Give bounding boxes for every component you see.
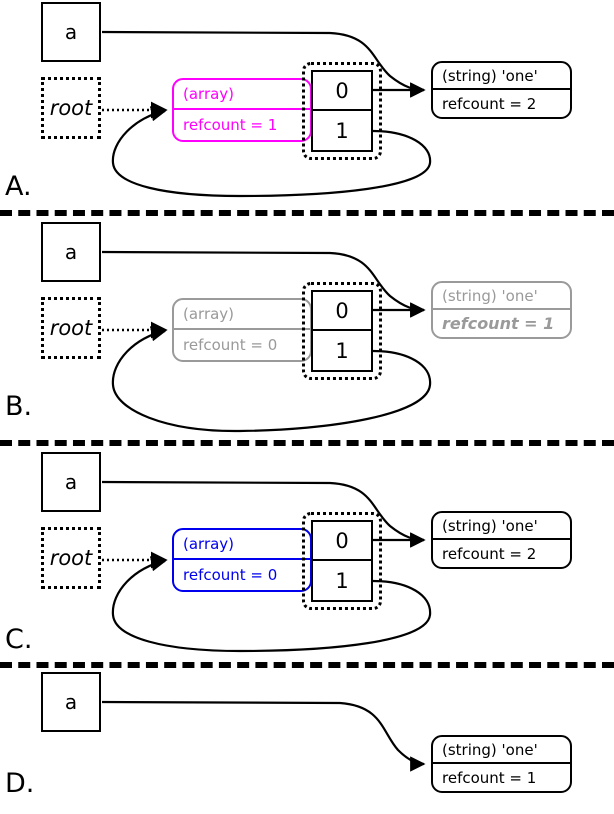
- array-cells: 0 1: [311, 520, 373, 602]
- array-refcount-label: refcount = 1: [183, 116, 278, 134]
- string-zval-box: (string) 'one' refcount = 1: [431, 281, 572, 339]
- variable-label: a: [64, 470, 78, 494]
- variable-label: a: [64, 240, 78, 264]
- panel-b: a root (array) refcount = 0 0 1 (string)…: [0, 220, 614, 433]
- root-box: root: [41, 527, 101, 589]
- array-zval-box: (array) refcount = 0: [172, 528, 312, 592]
- variable-box-a: a: [41, 672, 101, 732]
- root-label: root: [49, 316, 93, 340]
- string-refcount-label: refcount = 1: [442, 314, 555, 333]
- panel-divider-1: [0, 210, 614, 216]
- array-refcount-label: refcount = 0: [183, 566, 278, 584]
- array-type-label: (array): [174, 80, 310, 110]
- panel-a: a root (array) refcount = 1 0 1 (string)…: [0, 0, 614, 210]
- string-refcount-label: refcount = 2: [442, 94, 537, 113]
- array-cells-outline: [302, 282, 382, 380]
- panel-c: a root (array) refcount = 0 0 1 (string)…: [0, 450, 614, 660]
- array-cells-outline: [302, 512, 382, 610]
- array-zval-box: (array) refcount = 0: [172, 298, 312, 362]
- array-cell-1: 1: [335, 568, 349, 593]
- array-cell-0: 0: [313, 522, 371, 561]
- panel-label-b: B.: [5, 391, 33, 422]
- array-cell-0: 0: [313, 292, 371, 331]
- root-label: root: [49, 546, 93, 570]
- edge-cell1-self-loop: [111, 326, 432, 433]
- array-cell-1: 1: [335, 338, 349, 363]
- root-box: root: [41, 297, 101, 359]
- array-type-label: (array): [174, 300, 310, 330]
- variable-box-a: a: [41, 2, 101, 62]
- panel-d: a (string) 'one' refcount = 1 D.: [0, 670, 614, 814]
- edge-cell1-self-loop: [111, 106, 432, 198]
- edge-cell1-self-loop: [111, 556, 432, 653]
- string-zval-box: (string) 'one' refcount = 2: [431, 61, 572, 119]
- panel-a-edges: [101, 30, 432, 198]
- string-zval-box: (string) 'one' refcount = 1: [431, 735, 572, 793]
- panel-label-a: A.: [5, 171, 32, 202]
- panel-label-c: C.: [5, 624, 33, 655]
- array-cell-1: 1: [335, 118, 349, 143]
- variable-box-a: a: [41, 222, 101, 282]
- root-box: root: [41, 77, 101, 139]
- string-refcount-label: refcount = 2: [442, 544, 537, 563]
- string-type-label: (string) 'one': [433, 513, 570, 540]
- variable-label: a: [64, 20, 78, 44]
- string-type-label: (string) 'one': [433, 63, 570, 90]
- array-cells: 0 1: [311, 290, 373, 372]
- variable-label: a: [64, 690, 78, 714]
- array-refcount-label: refcount = 0: [183, 336, 278, 354]
- panel-divider-2: [0, 440, 614, 446]
- string-zval-box: (string) 'one' refcount = 2: [431, 511, 572, 569]
- panel-label-d: D.: [5, 768, 35, 799]
- array-type-label: (array): [174, 530, 310, 560]
- panel-d-edges: [101, 700, 426, 772]
- string-refcount-label: refcount = 1: [442, 768, 537, 787]
- string-type-label: (string) 'one': [433, 283, 570, 310]
- edge-a-to-string: [101, 700, 426, 772]
- panel-divider-3: [0, 662, 614, 668]
- array-cell-0: 0: [313, 72, 371, 111]
- variable-box-a: a: [41, 452, 101, 512]
- array-cells-outline: [302, 62, 382, 160]
- array-cells: 0 1: [311, 70, 373, 152]
- root-label: root: [49, 96, 93, 120]
- array-zval-box: (array) refcount = 1: [172, 78, 312, 142]
- string-type-label: (string) 'one': [433, 737, 570, 764]
- panel-c-edges: [101, 480, 432, 653]
